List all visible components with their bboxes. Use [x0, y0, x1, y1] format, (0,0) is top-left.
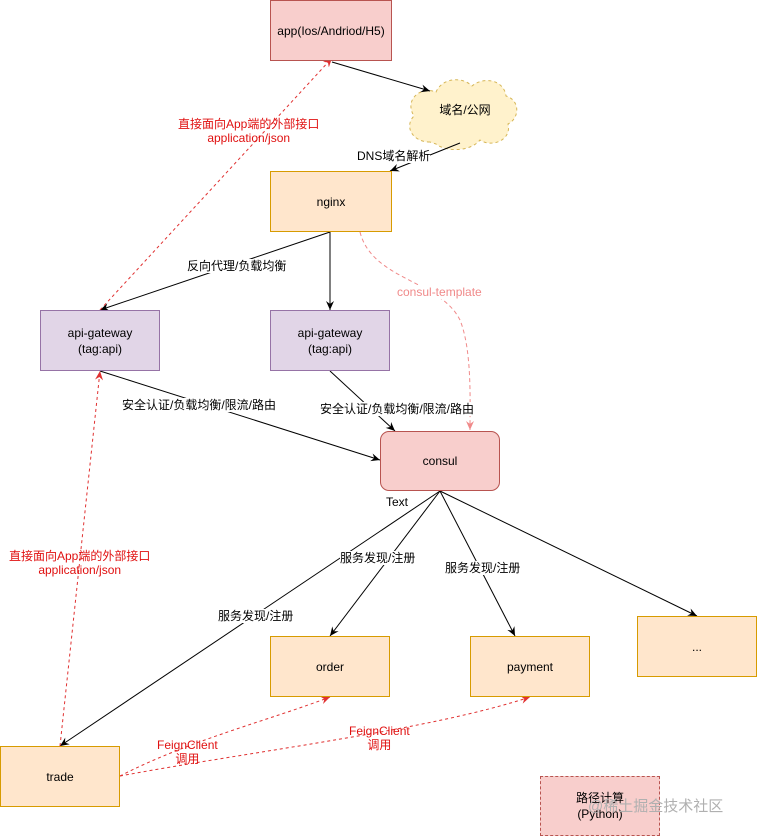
edge-trade-payment-feign	[119, 696, 531, 777]
edge-gateway1-consul	[99, 370, 381, 462]
label-app-api-top-line2: application/json	[207, 131, 291, 145]
edge-consul-ellipsis	[439, 490, 698, 617]
label-reverse-proxy: 反向代理/负载均衡	[187, 259, 287, 273]
label-app-api-left-line2: application/json	[38, 563, 122, 577]
route-calc-lang: (Python)	[577, 807, 623, 821]
label-dns: DNS域名解析	[357, 149, 431, 163]
ellipsis-node: ...	[637, 616, 757, 677]
label-discovery-trade: 服务发现/注册	[218, 609, 294, 623]
edge-trade-order-feign	[119, 696, 331, 777]
payment-node: payment	[470, 636, 590, 697]
watermark: @稀土掘金技术社区	[588, 798, 724, 815]
app-node: app(Ios/Andriod/H5)	[270, 0, 392, 61]
cloud-node-label: 域名/公网	[439, 103, 491, 117]
route-calc-title: 路径计算	[575, 791, 624, 805]
route-calc-node: 路径计算 (Python)	[540, 776, 660, 836]
label-text: Text	[386, 495, 409, 509]
label-feign-payment-line2: 调用	[367, 738, 392, 752]
label-discovery-payment: 服务发现/注册	[445, 561, 521, 575]
api-gateway-left-tag: (tag:api)	[77, 341, 123, 356]
edge-trade-gateway1-dashed	[59, 370, 104, 747]
trade-node: trade	[0, 746, 120, 807]
label-security-right: 安全认证/负载均衡/限流/路由	[320, 402, 475, 416]
order-node: order	[270, 636, 390, 697]
api-gateway-right-tag: (tag:api)	[307, 341, 353, 356]
api-gateway-right-title: api-gateway	[297, 325, 363, 340]
api-gateway-node-left: api-gateway (tag:api)	[40, 310, 160, 371]
label-app-api-top: 直接面向App端的外部接口 application/json	[178, 117, 319, 145]
edge-app-cloud	[331, 61, 431, 93]
label-app-api-left-line1: 直接面向App端的外部接口	[9, 549, 151, 563]
nginx-node: nginx	[270, 171, 392, 232]
label-feign-payment-line1: FeignClient	[349, 724, 410, 738]
label-feign-order-line2: 调用	[175, 752, 200, 766]
api-gateway-left-title: api-gateway	[67, 325, 133, 340]
label-app-api-left: 直接面向App端的外部接口 application/json	[9, 549, 150, 577]
label-consul-template: consul-template	[397, 285, 482, 299]
consul-node: consul	[380, 431, 500, 491]
cloud-shape	[409, 79, 518, 150]
edge-gateway2-consul	[329, 370, 396, 432]
label-security-left: 安全认证/负载均衡/限流/路由	[122, 398, 277, 412]
edge-nginx-consul-template	[359, 231, 475, 431]
label-app-api-top-line1: 直接面向App端的外部接口	[178, 117, 320, 131]
label-feign-order: FeignClient 调用	[157, 738, 218, 766]
label-feign-order-line1: FeignClient	[157, 738, 218, 752]
label-discovery-order: 服务发现/注册	[340, 551, 416, 565]
label-feign-payment: FeignClient 调用	[349, 724, 410, 752]
api-gateway-node-right: api-gateway (tag:api)	[270, 310, 390, 371]
